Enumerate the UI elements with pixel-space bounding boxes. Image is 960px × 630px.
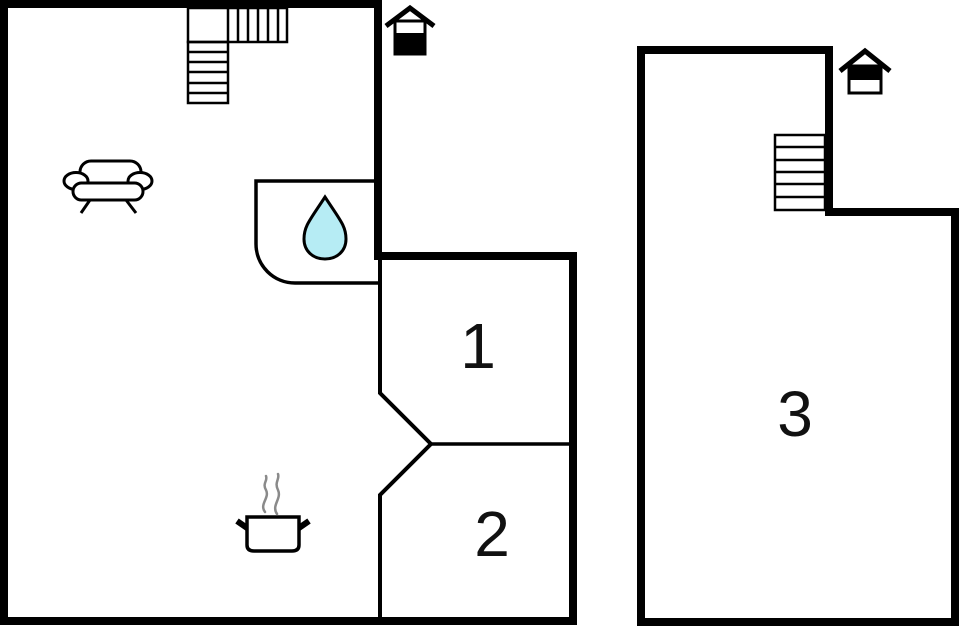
ground-floor-outer-walls	[0, 0, 577, 625]
interior-partition-wall	[378, 256, 434, 619]
steam-icon	[273, 472, 281, 516]
staircase-ground-icon	[186, 6, 289, 105]
bathroom-wall	[254, 179, 379, 285]
cooking-pot-icon	[235, 472, 311, 553]
ground-floor-unit: 1 2	[0, 0, 577, 625]
room-3-label: 3	[777, 378, 813, 450]
water-drop-icon	[302, 194, 348, 261]
upper-floor-unit: 3	[637, 46, 959, 626]
entrance-house-ground-icon	[384, 4, 436, 56]
staircase-upper-icon	[773, 133, 827, 212]
upper-floor-outer-walls	[637, 46, 959, 626]
steam-icon	[261, 474, 269, 514]
room-1-label: 1	[460, 310, 496, 382]
sofa-icon	[62, 159, 154, 214]
room-2-label: 2	[474, 498, 510, 570]
entrance-house-upper-icon	[838, 47, 892, 95]
